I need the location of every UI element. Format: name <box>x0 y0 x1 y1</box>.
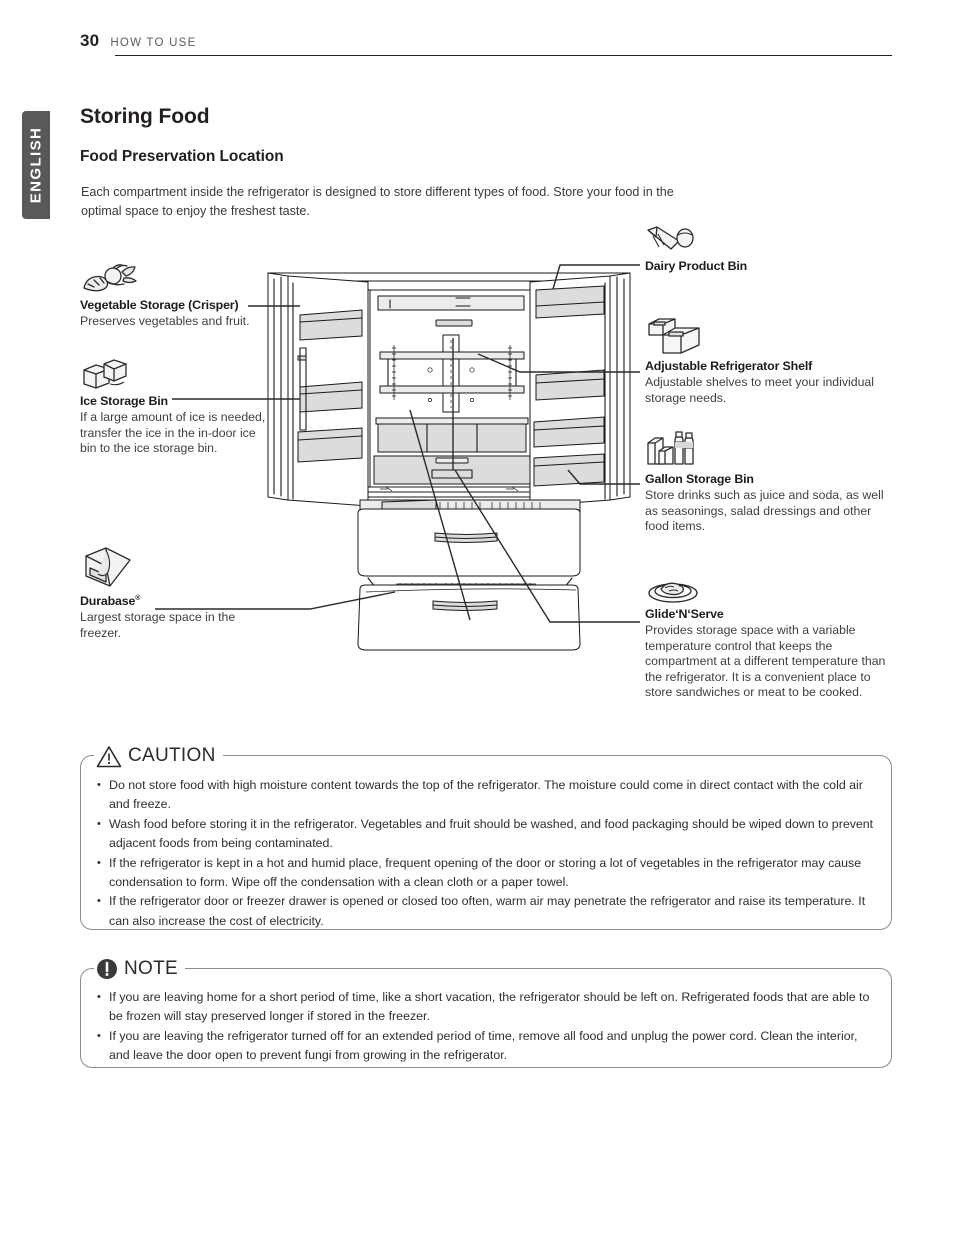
dairy-icon <box>647 226 694 250</box>
callout-description: Store drinks such as juice and soda, as … <box>645 488 884 534</box>
note-label-text: NOTE <box>124 958 178 979</box>
callout-gallon-storage-bin: Gallon Storage Bin Store drinks such as … <box>645 430 890 535</box>
callout-title: Durabase® <box>80 594 141 608</box>
callout-description: If a large amount of ice is needed, tran… <box>80 410 266 456</box>
meat-plate-icon <box>648 582 698 603</box>
bottles-cartons-icon <box>647 431 694 465</box>
subsection-title: Food Preservation Location <box>80 148 284 165</box>
shelf-boxes-icon <box>648 318 700 354</box>
list-item: If the refrigerator is kept in a hot and… <box>95 854 875 893</box>
list-item: Do not store food with high moisture con… <box>95 776 875 815</box>
warning-triangle-icon <box>96 745 122 767</box>
callout-description: Provides storage space with a variable t… <box>645 623 886 700</box>
callout-durabase: Durabase® Largest storage space in the f… <box>80 546 270 641</box>
header-divider <box>115 55 892 56</box>
language-tab-label: ENGLISH <box>27 126 45 204</box>
callout-title: Ice Storage Bin <box>80 394 168 408</box>
callout-dairy-product-bin: Dairy Product Bin <box>645 225 885 273</box>
callout-ice-storage-bin: Ice Storage Bin If a large amount of ice… <box>80 358 270 457</box>
ice-cubes-icon <box>83 359 127 389</box>
list-item: If you are leaving the refrigerator turn… <box>95 1027 875 1066</box>
registered-trademark-symbol: ® <box>135 594 141 602</box>
caution-list: Do not store food with high moisture con… <box>95 776 875 931</box>
callout-title: Glide‘N‘Serve <box>645 607 724 621</box>
intro-paragraph: Each compartment inside the refrigerator… <box>81 185 674 218</box>
vegetables-icon <box>83 264 137 292</box>
caution-label-text: CAUTION <box>128 745 216 766</box>
list-item: If the refrigerator door or freezer draw… <box>95 892 875 931</box>
page-header: 30 HOW TO USE <box>80 31 892 56</box>
note-list: If you are leaving home for a short peri… <box>95 988 875 1066</box>
callout-description: Preserves vegetables and fruit. <box>80 314 250 328</box>
durabase-icon <box>85 547 131 587</box>
list-item: Wash food before storing it in the refri… <box>95 815 875 854</box>
note-label: NOTE <box>94 956 185 982</box>
callout-title: Vegetable Storage (Crisper) <box>80 298 239 312</box>
caution-box: CAUTION Do not store food with high mois… <box>80 743 892 931</box>
list-item: If you are leaving home for a short peri… <box>95 988 875 1027</box>
caution-label: CAUTION <box>94 743 223 769</box>
page-number: 30 <box>80 31 100 50</box>
note-exclamation-icon <box>97 959 117 979</box>
callout-vegetable-storage: Vegetable Storage (Crisper) Preserves ve… <box>80 262 310 330</box>
callout-description: Adjustable shelves to meet your individu… <box>645 375 874 405</box>
page-title: Storing Food <box>80 105 210 128</box>
callout-title: Gallon Storage Bin <box>645 472 754 486</box>
callout-glide-n-serve: Glide‘N‘Serve Provides storage space wit… <box>645 575 895 701</box>
callout-adjustable-shelf: Adjustable Refrigerator Shelf Adjustable… <box>645 315 895 406</box>
callout-title: Dairy Product Bin <box>645 259 748 273</box>
callout-title: Adjustable Refrigerator Shelf <box>645 359 813 373</box>
callout-description: Largest storage space in the freezer. <box>80 610 236 640</box>
note-box: NOTE If you are leaving home for a short… <box>80 956 892 1068</box>
language-tab-english: ENGLISH <box>22 111 50 219</box>
section-name: HOW TO USE <box>110 37 197 49</box>
